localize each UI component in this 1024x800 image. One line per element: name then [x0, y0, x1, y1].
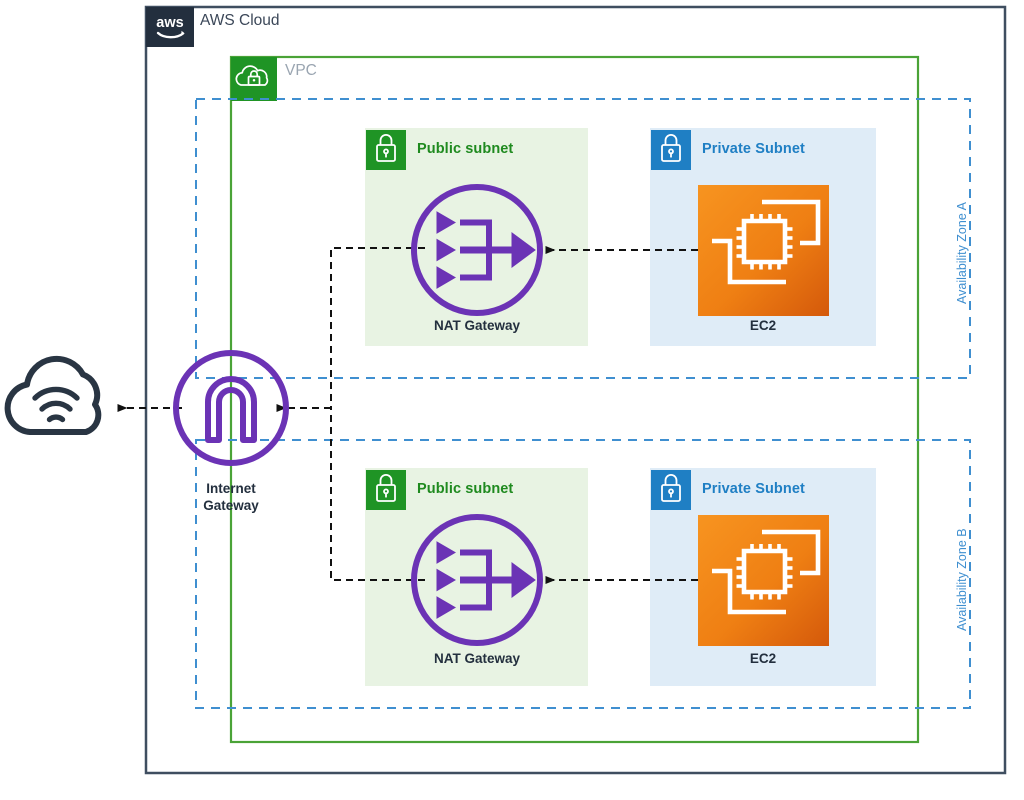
public-subnet-a-label: Public subnet	[417, 141, 514, 157]
internet-gateway-caption-line2: Gateway	[203, 498, 259, 513]
lock-icon	[661, 134, 681, 162]
ec2-b-icon	[698, 515, 829, 646]
internet-gateway-caption: Internet Gateway	[156, 480, 306, 514]
availability-zone-b-frame	[195, 439, 971, 709]
vpc-cloud-lock-icon	[235, 65, 269, 86]
ec2-b-caption: EC2	[749, 651, 777, 666]
vpc-frame	[229, 55, 920, 744]
aws-logo-tile	[146, 7, 194, 47]
nat-gateway-b-icon	[411, 514, 543, 646]
nat-gateway-a-icon	[411, 184, 543, 316]
public-subnet-b-label: Public subnet	[417, 481, 514, 497]
lock-icon	[376, 474, 396, 502]
aws-logo-glyph: aws	[156, 15, 185, 39]
private-subnet-b-label: Private Subnet	[702, 481, 805, 497]
availability-zone-b-label: Availability Zone B	[955, 528, 969, 631]
vpc-icon-tile	[231, 57, 277, 101]
availability-zone-a-label: Availability Zone A	[955, 202, 969, 304]
internet-gateway-caption-line1: Internet	[206, 481, 256, 496]
ec2-a-caption: EC2	[749, 318, 777, 333]
ec2-a-icon	[698, 185, 829, 316]
lock-icon	[376, 134, 396, 162]
svg-text:aws: aws	[156, 15, 183, 31]
nat-gateway-a-caption: NAT Gateway	[433, 318, 521, 333]
internet-cloud-wifi-icon	[4, 355, 102, 435]
internet-gateway-icon	[173, 350, 289, 466]
availability-zone-a-frame	[195, 98, 971, 379]
private-subnet-a-label: Private Subnet	[702, 141, 805, 157]
connector-nat-b-to-trunk	[330, 408, 425, 581]
lock-icon	[661, 474, 681, 502]
aws-cloud-frame	[144, 5, 1007, 775]
vpc-label: VPC	[285, 62, 317, 79]
aws-cloud-label: AWS Cloud	[200, 12, 280, 29]
nat-gateway-b-caption: NAT Gateway	[433, 651, 521, 666]
